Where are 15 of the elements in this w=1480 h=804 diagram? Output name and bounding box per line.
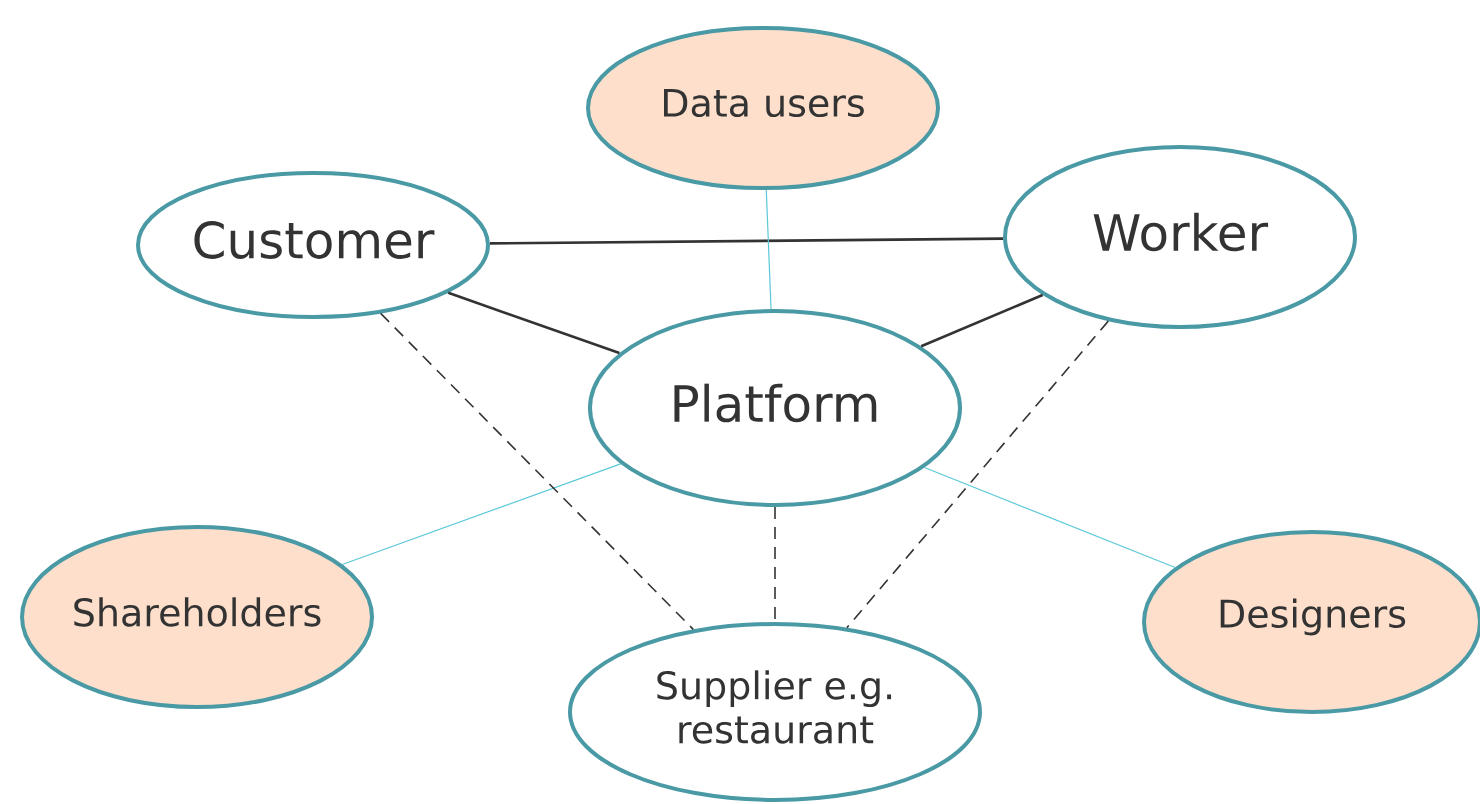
connector-line <box>489 237 1004 245</box>
filled-ellipse-node: Designers <box>1142 530 1480 714</box>
dashed-line <box>379 312 694 631</box>
dashed-line <box>846 320 1110 629</box>
ellipse-node: Customer <box>136 171 490 319</box>
ellipse-node: Worker <box>1003 145 1357 329</box>
connector-line <box>341 463 622 566</box>
filled-ellipse-node: Data users <box>586 26 940 190</box>
ellipse-node: Supplier e.g. restaurant <box>568 622 982 802</box>
filled-ellipse-node: Shareholders <box>20 525 374 709</box>
connector-line <box>920 293 1044 348</box>
ellipse-node: Platform <box>588 309 962 507</box>
connector-line <box>447 291 620 355</box>
connector-line <box>765 189 772 310</box>
connector-line <box>923 466 1176 569</box>
